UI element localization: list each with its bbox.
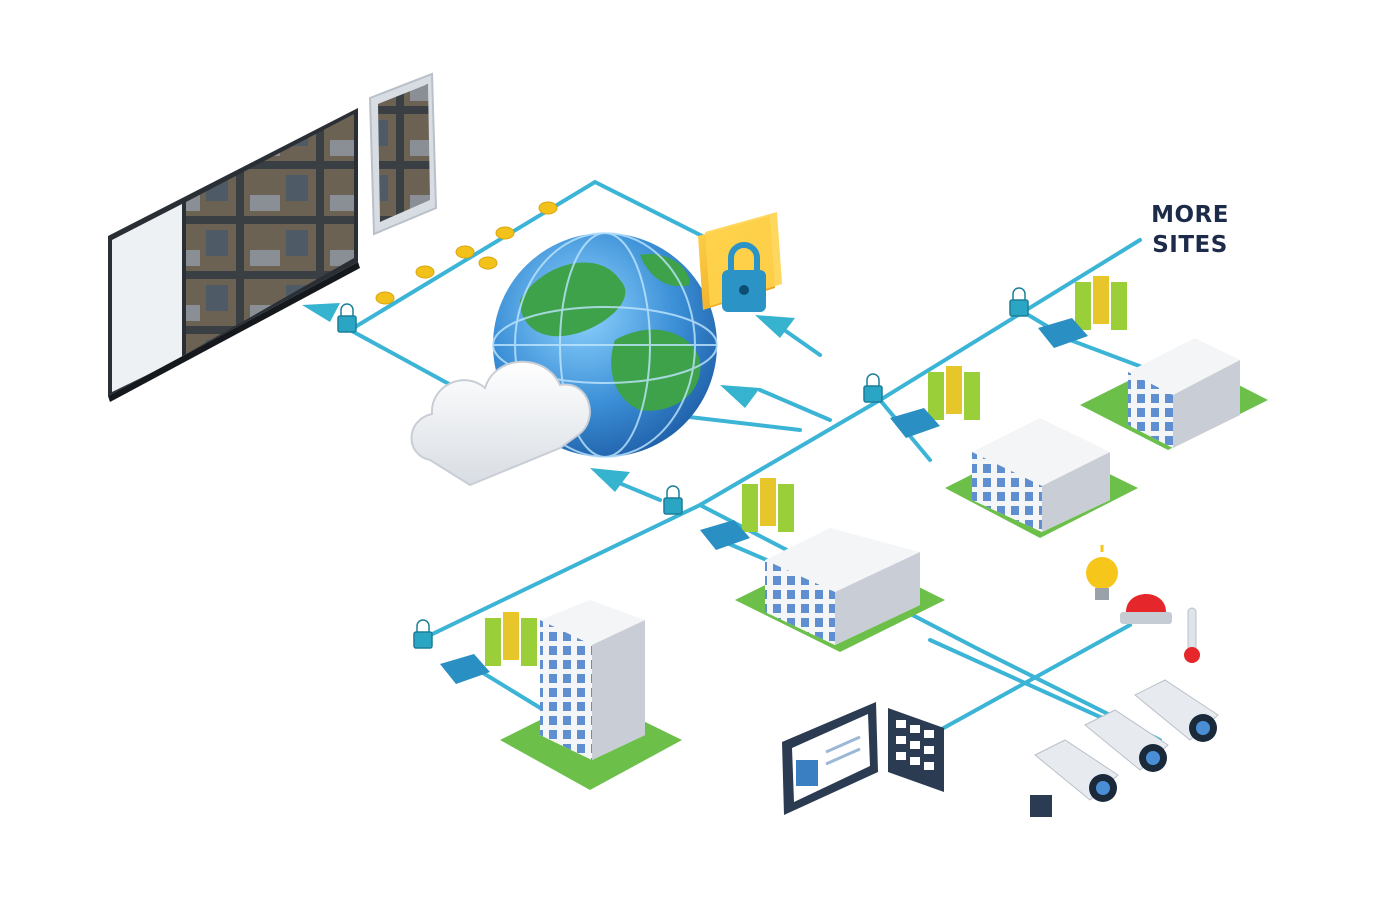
office-building-icon bbox=[945, 418, 1138, 538]
more-sites-line1: MORE bbox=[1151, 202, 1229, 228]
keypad-icon bbox=[888, 708, 944, 792]
more-sites-line2: SITES bbox=[1152, 232, 1228, 258]
arrow-to-monitor bbox=[302, 303, 340, 322]
arrow-to-cloud bbox=[590, 468, 630, 492]
id-card-reader-icon bbox=[782, 702, 878, 815]
office-building-icon bbox=[735, 528, 945, 652]
phone-icon bbox=[368, 72, 438, 236]
padlock-icon bbox=[863, 373, 883, 403]
site-equipment bbox=[440, 276, 1127, 684]
network-switch-icon bbox=[440, 654, 490, 684]
secure-link-chain bbox=[375, 201, 558, 305]
padlock-icon bbox=[663, 485, 683, 515]
cloud-icon bbox=[410, 360, 591, 487]
security-cameras bbox=[1030, 679, 1219, 817]
network-switch-icon bbox=[1038, 318, 1088, 348]
security-camera-icon bbox=[1084, 709, 1169, 772]
monitor-icon bbox=[108, 108, 360, 402]
alarm-beacon-icon bbox=[1120, 594, 1172, 624]
padlock-icon bbox=[337, 303, 357, 333]
lock-icon bbox=[698, 212, 782, 312]
server-rack-icon bbox=[928, 366, 980, 420]
server-rack-icon bbox=[1075, 276, 1127, 330]
security-camera-icon bbox=[1134, 679, 1219, 742]
network-switch-icon bbox=[700, 520, 750, 550]
lightbulb-icon bbox=[1086, 545, 1118, 600]
office-building-icon bbox=[1080, 338, 1268, 450]
padlock-icon bbox=[1009, 287, 1029, 317]
arrowheads bbox=[302, 303, 795, 492]
more-sites-label: MORE SITES bbox=[1130, 200, 1250, 260]
arrow-to-globe bbox=[720, 385, 760, 408]
padlocks bbox=[337, 287, 1029, 649]
arrow-to-lock bbox=[755, 315, 795, 338]
padlock-icon bbox=[413, 619, 433, 649]
server-rack-icon bbox=[742, 478, 794, 532]
security-camera-icon bbox=[1030, 739, 1119, 817]
server-rack-icon bbox=[485, 612, 537, 666]
thermometer-icon bbox=[1184, 607, 1200, 663]
network-switch-icon bbox=[890, 408, 940, 438]
office-building-icon bbox=[500, 600, 682, 790]
